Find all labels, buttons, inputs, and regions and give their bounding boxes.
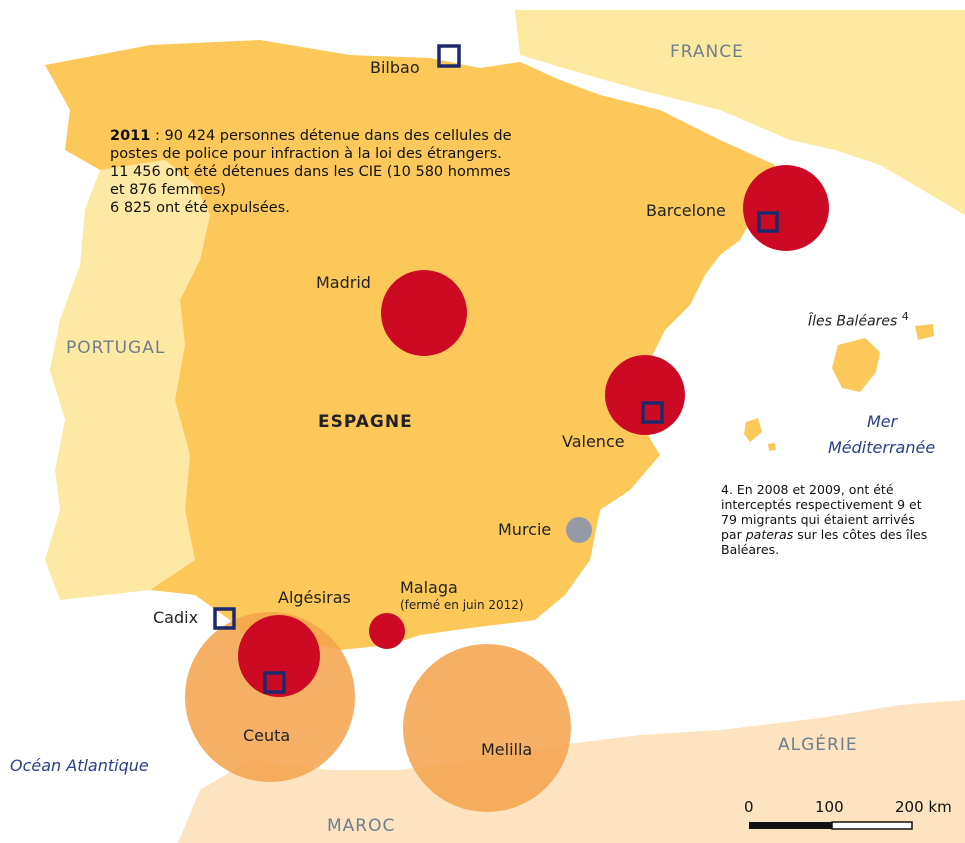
scale-bar-white bbox=[831, 821, 913, 830]
murcie-label: Murcie bbox=[498, 520, 552, 539]
footnote-line-2: interceptés respectivement 9 et bbox=[721, 497, 922, 512]
portugal-land bbox=[45, 160, 210, 600]
algesiras-label: Algésiras bbox=[278, 588, 351, 607]
mallorca-island bbox=[832, 338, 880, 392]
barcelone-circle bbox=[743, 165, 829, 251]
valence-square bbox=[641, 401, 664, 424]
espagne-label: ESPAGNE bbox=[318, 412, 413, 432]
footnote-line-5: Baléares. bbox=[721, 542, 780, 557]
melilla-label: Melilla bbox=[481, 740, 533, 759]
algesiras-circle bbox=[238, 615, 320, 697]
france-land bbox=[515, 10, 965, 215]
malaga-note: (fermé en juin 2012) bbox=[400, 598, 524, 612]
stats-line-2: postes de police pour infraction à la lo… bbox=[110, 146, 502, 162]
scale-bar-black bbox=[749, 822, 832, 829]
stats-line-4: et 876 femmes) bbox=[110, 182, 226, 198]
footnote-line-1: 4. En 2008 et 2009, ont été bbox=[721, 482, 894, 497]
valence-label: Valence bbox=[562, 432, 625, 451]
murcie-marker bbox=[566, 517, 592, 543]
formentera-island bbox=[768, 443, 776, 451]
stats-line-3: 11 456 ont été détenues dans les CIE (10… bbox=[110, 164, 511, 180]
cadix-label: Cadix bbox=[153, 608, 199, 627]
atlantic-label: Océan Atlantique bbox=[10, 756, 149, 775]
malaga-label: Malaga bbox=[400, 578, 458, 597]
stats-year: 2011 bbox=[110, 128, 151, 144]
france-label: FRANCE bbox=[670, 42, 744, 62]
ibiza-island bbox=[744, 418, 762, 442]
bilbao-square bbox=[437, 44, 461, 68]
barcelone-label: Barcelone bbox=[646, 201, 726, 220]
africa-land bbox=[178, 700, 965, 843]
stats-text-block: 2011 : 90 424 personnes détenue dans des… bbox=[110, 127, 512, 217]
malaga-circle bbox=[369, 613, 405, 649]
med-label-line1: Mer bbox=[867, 412, 898, 431]
ceuta-label: Ceuta bbox=[243, 726, 291, 745]
footnote-line-3: 79 migrants qui étaient arrivés bbox=[721, 512, 915, 527]
portugal-label: PORTUGAL bbox=[66, 338, 166, 358]
melilla-circle bbox=[403, 644, 571, 812]
madrid-label: Madrid bbox=[316, 273, 371, 292]
scale-label-200: 200 km bbox=[895, 798, 952, 816]
baleares-note-ref: 4 bbox=[901, 310, 909, 323]
scale-label-0: 0 bbox=[744, 798, 754, 816]
cadix-square bbox=[213, 607, 236, 630]
stats-line-1: 2011 : 90 424 personnes détenue dans des… bbox=[110, 128, 512, 144]
footnote-line-4: par pateras sur les côtes des îles bbox=[721, 527, 928, 542]
stats-line-5: 6 825 ont été expulsées. bbox=[110, 200, 290, 216]
scale-label-100: 100 bbox=[815, 798, 844, 816]
menorca-island bbox=[915, 324, 934, 340]
bilbao-label: Bilbao bbox=[370, 58, 420, 77]
valence-circle bbox=[605, 355, 685, 435]
barcelone-square bbox=[757, 211, 779, 233]
footnote-block: 4. En 2008 et 2009, ont été interceptés … bbox=[721, 482, 961, 557]
algerie-label: ALGÉRIE bbox=[778, 735, 858, 755]
madrid-circle bbox=[381, 270, 467, 356]
med-label-line2: Méditerranée bbox=[828, 438, 936, 457]
algesiras-square bbox=[263, 671, 286, 694]
baleares-label: Îles Baléares 4 bbox=[808, 310, 909, 330]
maroc-label: MAROC bbox=[327, 816, 396, 836]
